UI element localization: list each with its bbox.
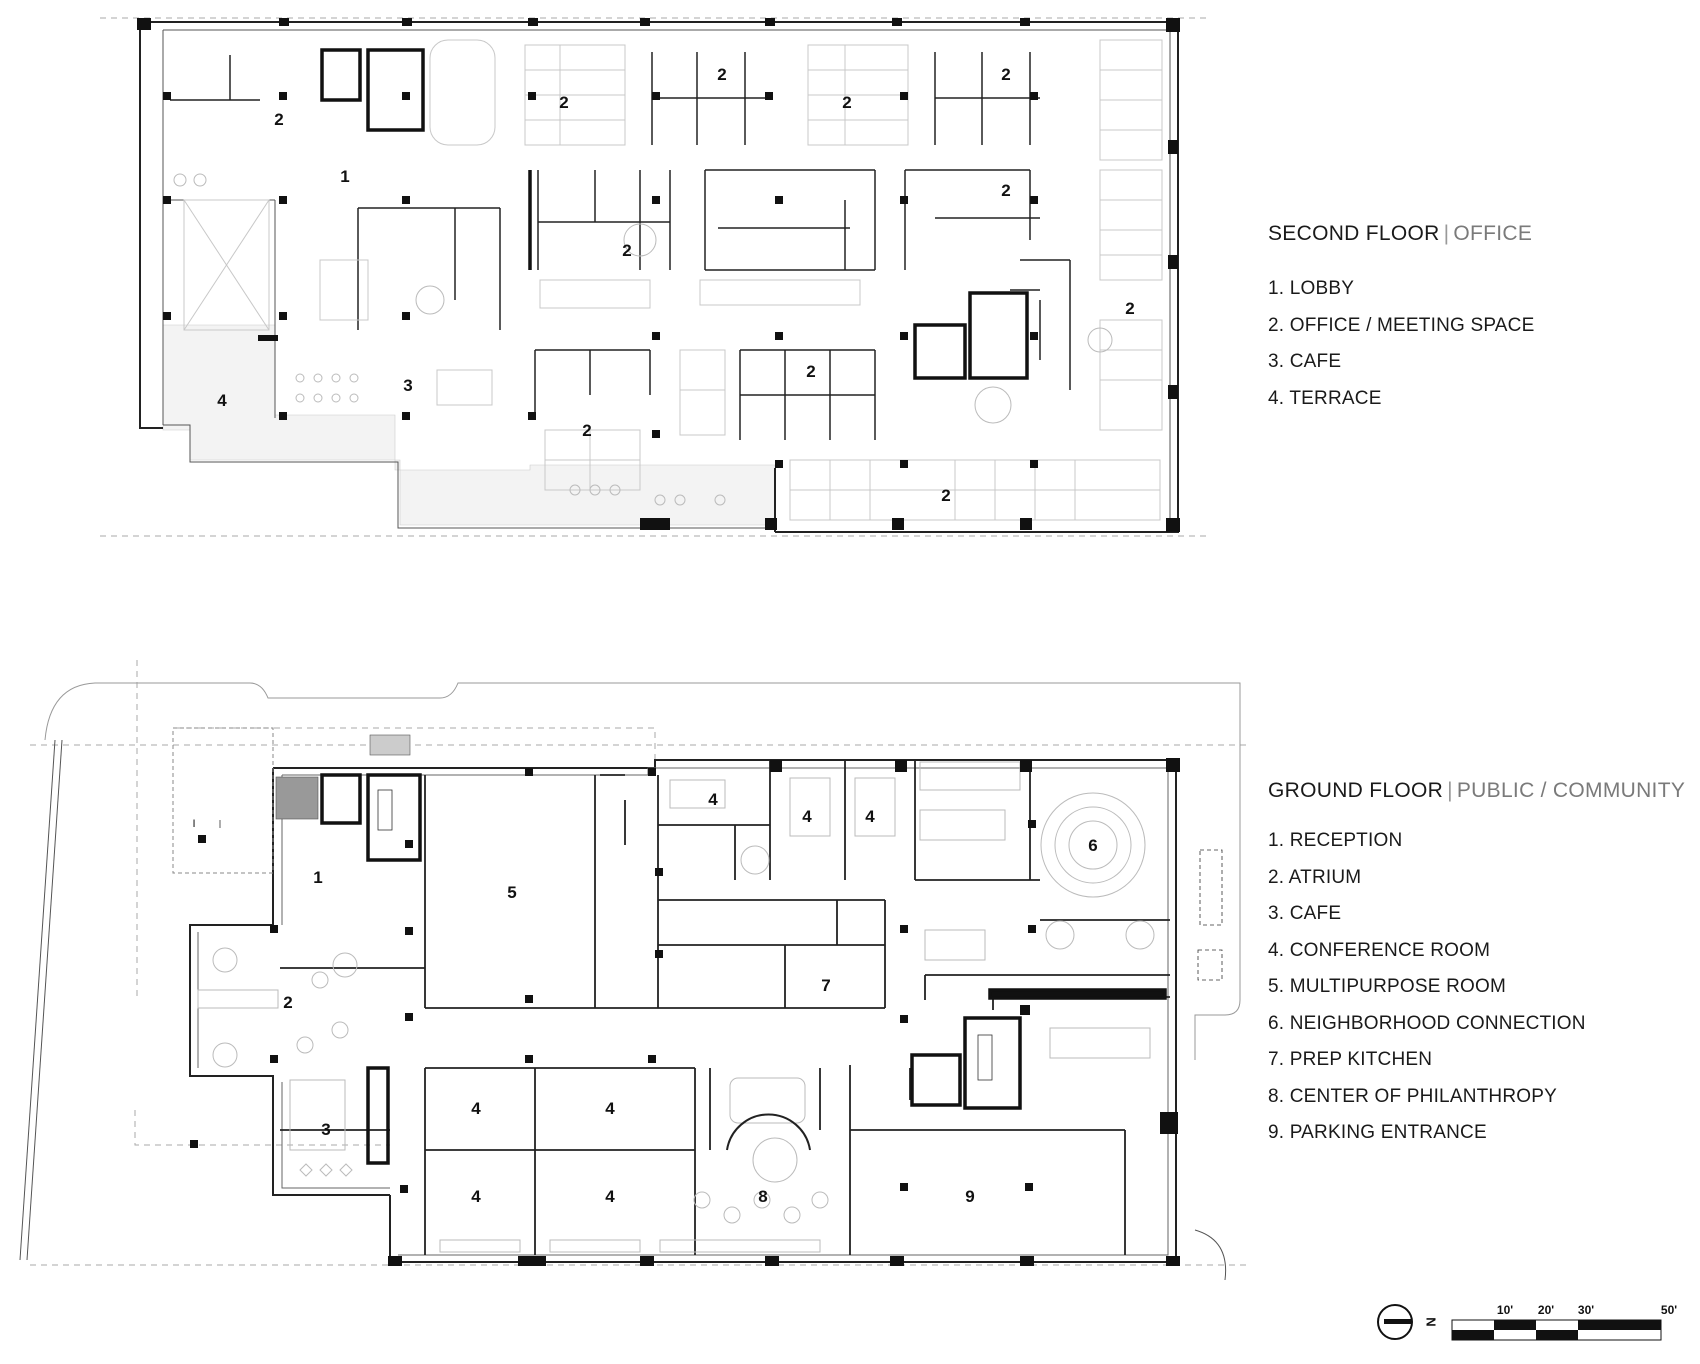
legend-item: 1. LOBBY: [1268, 278, 1355, 299]
room-label: 4: [217, 391, 227, 410]
room-label: 4: [605, 1187, 615, 1206]
ground-floor-plan: 4 4 4 6 1 5 2 7 4 4 3 4 4 8 9 I: [19, 682, 1241, 1281]
room-label: 4: [471, 1187, 481, 1206]
ground-floor-legend-list: 1. RECEPTION 2. ATRIUM 3. CAFE 4. CONFER…: [1268, 831, 1685, 1160]
second-floor-legend-list: 1. LOBBY 2. OFFICE / MEETING SPACE 3. CA…: [1268, 279, 1534, 425]
legend-item: 4. TERRACE: [1268, 387, 1382, 409]
second-floor-heading: SECOND FLOOR: [1268, 222, 1440, 245]
second-floor-plan: 2 2 2 2 2 1 2 2 2 2 4 3 2 2 2: [137, 18, 1180, 533]
room-label: 2: [941, 486, 950, 505]
room-label: 3: [321, 1120, 330, 1139]
room-label: 2: [1001, 181, 1010, 200]
scale-label-50: 50': [1661, 1303, 1677, 1317]
room-label: 7: [821, 976, 830, 995]
scale-label-30: 30': [1578, 1303, 1594, 1317]
scale-bar-icon: 10' 20' 30' 50': [1451, 1303, 1677, 1341]
legend-item: 2. ATRIUM: [1268, 866, 1362, 888]
room-label: 2: [717, 65, 726, 84]
legend-item: 3. CAFE: [1268, 903, 1342, 924]
second-floor-title: SECOND FLOOR|OFFICE: [1268, 222, 1534, 246]
room-label: 1: [340, 167, 349, 186]
scale-label-10: 10': [1497, 1303, 1513, 1317]
room-label: 2: [842, 93, 851, 112]
ground-floor-title: GROUND FLOOR|PUBLIC / COMMUNITY: [1268, 779, 1685, 803]
title-separator: |: [1443, 222, 1450, 245]
north-arrow-letter: N: [1424, 1317, 1439, 1326]
second-floor-legend: SECOND FLOOR|OFFICE 1. LOBBY 2. OFFICE /…: [1268, 222, 1534, 425]
ground-floor-legend: GROUND FLOOR|PUBLIC / COMMUNITY 1. RECEP…: [1268, 779, 1685, 1160]
room-label: 4: [802, 807, 812, 826]
room-label: 2: [283, 993, 292, 1012]
room-label: 1: [313, 868, 322, 887]
north-arrow-icon: N: [1377, 1304, 1439, 1340]
room-label: 9: [965, 1187, 974, 1206]
room-label: 2: [582, 421, 591, 440]
room-label: 2: [806, 362, 815, 381]
room-label: 3: [403, 376, 412, 395]
legend-item: 1. RECEPTION: [1268, 830, 1403, 851]
room-label: 2: [1125, 299, 1134, 318]
legend-item: 8. CENTER OF PHILANTHROPY: [1268, 1085, 1557, 1107]
room-label: 2: [1001, 65, 1010, 84]
room-label: 6: [1088, 836, 1097, 855]
room-label: 5: [507, 883, 516, 902]
legend-item: 9. PARKING ENTRANCE: [1268, 1122, 1487, 1143]
room-label: 8: [758, 1187, 767, 1206]
legend-item: 3. CAFE: [1268, 351, 1342, 372]
legend-item: 2. OFFICE / MEETING SPACE: [1268, 314, 1535, 336]
room-label: 2: [274, 110, 283, 129]
ground-floor-heading: GROUND FLOOR: [1268, 779, 1444, 802]
room-label: 2: [559, 93, 568, 112]
room-label: 2: [622, 241, 631, 260]
legend-item: 7. PREP KITCHEN: [1268, 1049, 1433, 1070]
room-label: 4: [605, 1099, 615, 1118]
ground-floor-subheading: PUBLIC / COMMUNITY: [1456, 779, 1686, 802]
second-floor-subheading: OFFICE: [1453, 222, 1533, 245]
room-label: 4: [471, 1099, 481, 1118]
room-label: 4: [865, 807, 875, 826]
legend-item: 4. CONFERENCE ROOM: [1268, 939, 1491, 961]
title-separator: |: [1447, 779, 1453, 802]
room-label: 4: [708, 790, 718, 809]
scale-label-20: 20': [1538, 1303, 1554, 1317]
legend-item: 6. NEIGHBORHOOD CONNECTION: [1268, 1012, 1586, 1034]
room-label: I: [192, 818, 195, 830]
legend-item: 5. MULTIPURPOSE ROOM: [1268, 976, 1507, 997]
